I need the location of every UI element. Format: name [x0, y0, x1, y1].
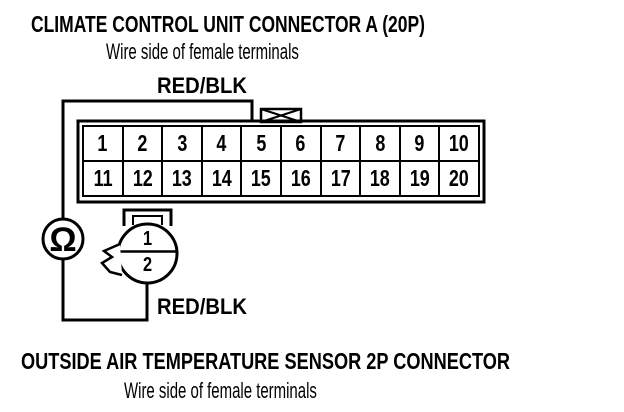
pin-cell-18: 18 — [360, 161, 400, 196]
pin-cell-2: 2 — [122, 126, 163, 161]
wire-color-label-top: RED/BLK — [157, 73, 247, 98]
pin-cell-19: 19 — [399, 161, 440, 196]
sensor-connector-title: OUTSIDE AIR TEMPERATURE SENSOR 2P CONNEC… — [21, 348, 510, 374]
pin-cell-7: 7 — [320, 126, 361, 161]
climate-connector-title: CLIMATE CONTROL UNIT CONNECTOR A (20P) — [31, 11, 425, 37]
pin-number: 18 — [370, 165, 390, 191]
pin-number: 16 — [290, 165, 311, 191]
climate-connector-subtitle: Wire side of female terminals — [106, 39, 299, 64]
wire-color-label-bottom: RED/BLK — [157, 294, 247, 319]
pin-number: 15 — [251, 165, 272, 191]
pin-cell-14: 14 — [201, 161, 242, 196]
pin-cell-15: 15 — [241, 161, 281, 196]
pin-number: 11 — [93, 165, 113, 191]
pin-cell-16: 16 — [280, 161, 321, 196]
sensor-keying-notch — [100, 242, 123, 277]
sensor-pin-1: 1 — [137, 228, 159, 250]
pin-cell-12: 12 — [122, 161, 163, 196]
sensor-pin-2: 2 — [137, 254, 159, 276]
pin-number: 12 — [132, 165, 153, 191]
wire-redblk-bottom-segment — [61, 259, 149, 322]
pin-number: 2 — [137, 130, 148, 156]
sensor-pin-1-label: 1 — [143, 228, 153, 250]
climate-connector-title-wrap: CLIMATE CONTROL UNIT CONNECTOR A (20P) — [31, 13, 549, 37]
pin-number: 6 — [295, 130, 306, 156]
pin-number: 14 — [211, 165, 232, 191]
pin-number: 10 — [449, 130, 470, 156]
pin-number: 13 — [172, 165, 192, 191]
pin-number: 4 — [216, 130, 227, 156]
pin-number: 7 — [335, 130, 346, 156]
pin-cell-9: 9 — [399, 126, 440, 161]
pin-cell-10: 10 — [439, 126, 479, 161]
pin-cell-17: 17 — [320, 161, 361, 196]
pin-number: 9 — [414, 130, 425, 156]
pin-number: 1 — [97, 130, 108, 156]
pin-cell-1: 1 — [83, 126, 123, 161]
sensor-connector-subtitle-wrap: Wire side of female terminals — [124, 380, 408, 403]
pin-number: 8 — [375, 130, 385, 156]
ohmmeter-symbol: Ω — [49, 221, 77, 259]
pin-cell-3: 3 — [162, 126, 202, 161]
pin-cell-20: 20 — [439, 161, 479, 196]
sensor-top-tab — [122, 208, 173, 226]
climate-connector-subtitle-wrap: Wire side of female terminals — [106, 41, 390, 64]
pin-number: 19 — [409, 165, 430, 191]
pin-number: 17 — [330, 165, 351, 191]
connector-lock-tab-icon — [259, 107, 303, 124]
wire-label-top-wrap: RED/BLK — [157, 75, 255, 98]
pin-cell-5: 5 — [241, 126, 281, 161]
wire-label-bottom-wrap: RED/BLK — [157, 296, 255, 319]
wire-redblk-top-segment — [61, 99, 254, 219]
pin-number: 3 — [177, 130, 187, 156]
sensor-connector-title-wrap: OUTSIDE AIR TEMPERATURE SENSOR 2P CONNEC… — [21, 350, 624, 374]
sensor-pin-2-label: 2 — [143, 254, 153, 276]
pin-cell-13: 13 — [162, 161, 202, 196]
sensor-connector-subtitle: Wire side of female terminals — [124, 378, 317, 403]
pin-cell-11: 11 — [83, 161, 123, 196]
pin-cell-6: 6 — [280, 126, 321, 161]
pin-cell-8: 8 — [360, 126, 400, 161]
pin-number: 5 — [256, 130, 267, 156]
pin-cell-4: 4 — [201, 126, 242, 161]
pin-number: 20 — [449, 165, 470, 191]
